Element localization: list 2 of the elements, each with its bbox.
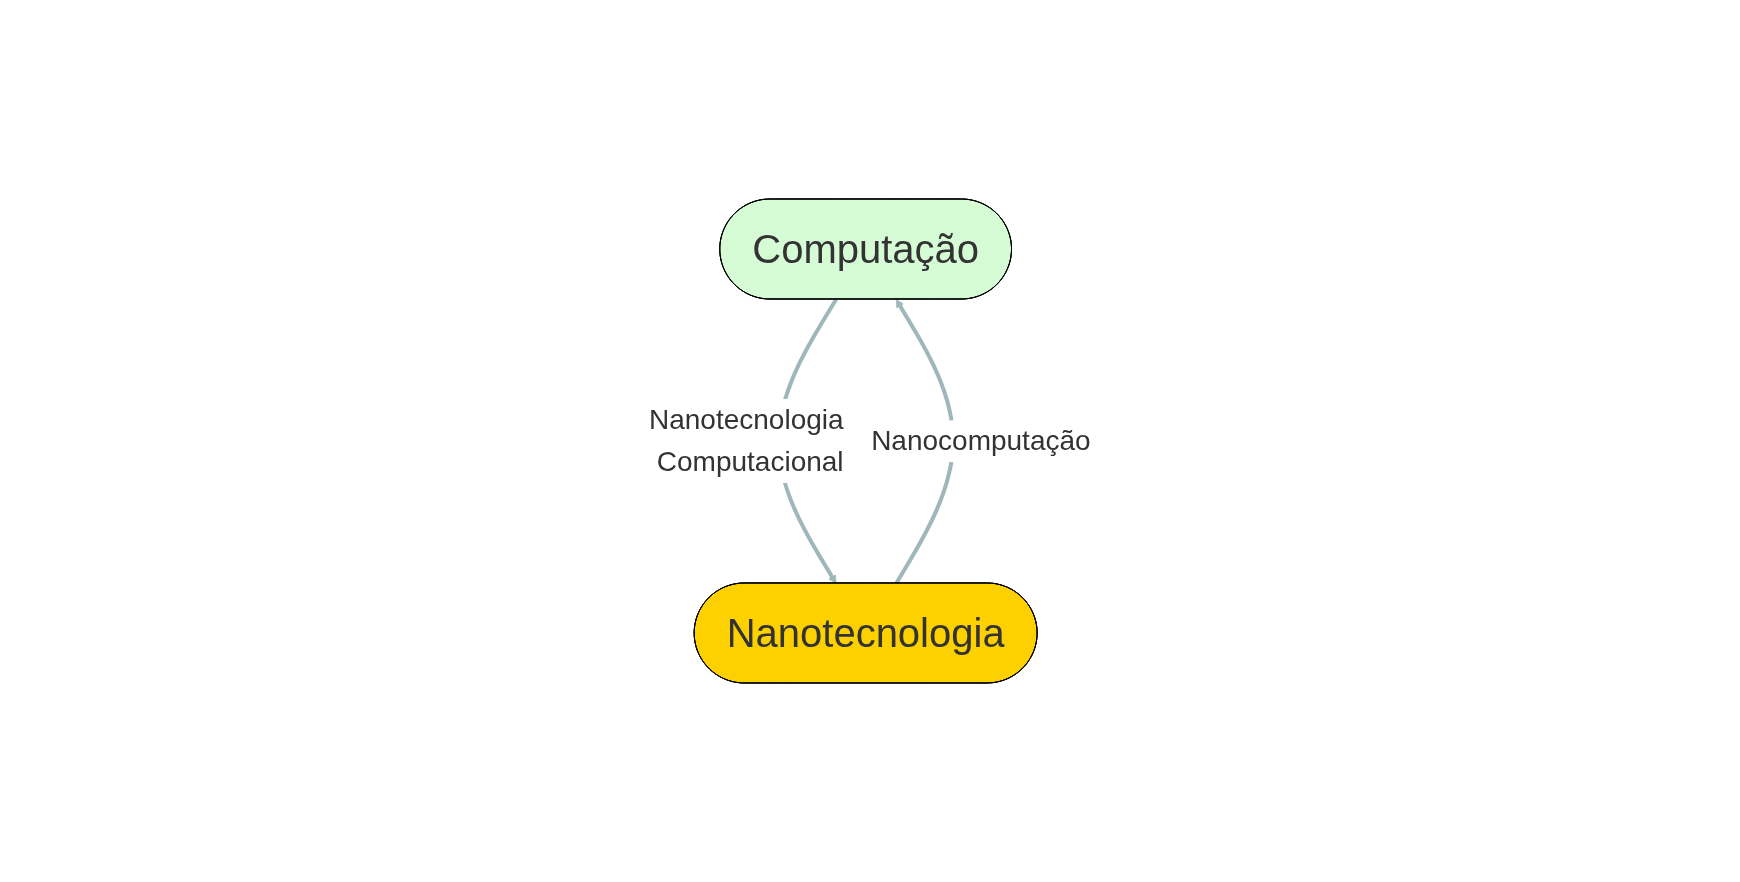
edge-label: Nanocomputação (871, 425, 1091, 457)
edge-label: Nanotecnologia Computacional (649, 404, 844, 477)
